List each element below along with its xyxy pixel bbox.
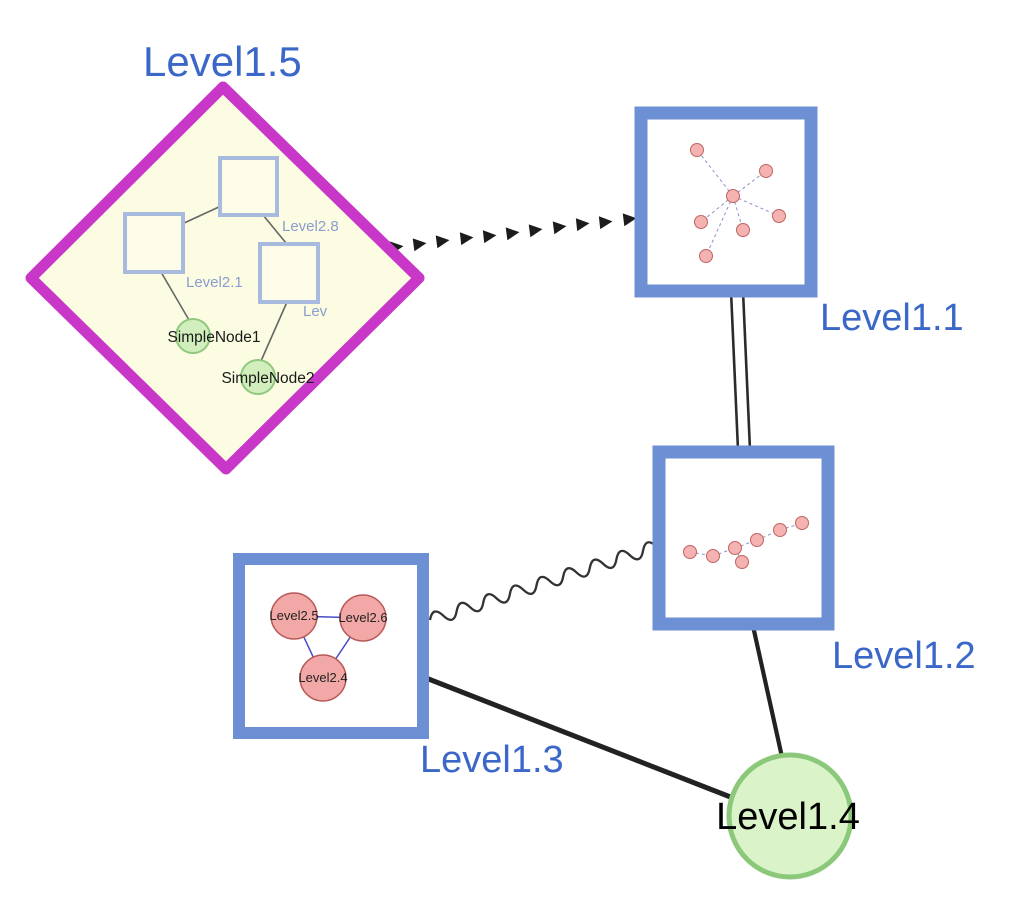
node-level1-5-group: Level2.8 Level2.1 Lev SimpleNode1 Simple… (25, 81, 425, 475)
label-level2-6: Level2.6 (338, 610, 387, 625)
label-level2-4: Level2.4 (298, 670, 347, 685)
graph-node[interactable] (750, 533, 764, 547)
node-level1-3-group: Level2.5 Level2.6 Level2.4 (233, 553, 429, 739)
edge-level1-1-to-level1-2-a (729, 290, 740, 451)
edge-level1-5-to-level1-1-dashed-arrow (389, 213, 637, 255)
label-level2-8: Level2.8 (282, 218, 339, 235)
edge-level1-1-to-level1-2-b (741, 290, 752, 451)
label-level1-5: Level1.5 (143, 38, 302, 85)
label-level1-3: Level1.3 (420, 739, 564, 781)
edge-level2-8-to-level2-1 (181, 205, 222, 225)
edge-level1-3-to-level1-2-wavy (428, 541, 658, 621)
edge-level1-2-to-level1-4 (750, 625, 785, 758)
label-level1-4: Level1.4 (716, 796, 860, 838)
graph-node[interactable] (699, 249, 713, 263)
label-simplenode2: SimpleNode2 (221, 370, 314, 387)
graph-node[interactable] (795, 516, 809, 530)
level1-1-mini-graph-nodes (690, 143, 786, 263)
node-level2-5-circle[interactable] (270, 592, 318, 640)
node-level1-3-box[interactable] (233, 553, 429, 739)
edge-level2-8-to-lev (262, 214, 287, 244)
node-level2-1-square[interactable] (123, 212, 185, 274)
node-level1-4-group: Level1.4 (716, 752, 860, 880)
node-level1-1-group (634, 106, 818, 298)
graph-node[interactable] (683, 545, 697, 559)
graph-node[interactable] (726, 189, 740, 203)
edge-lev-to-simplenode2 (260, 301, 288, 362)
edge-level1-3-to-level1-4 (425, 675, 734, 801)
node-level2-4-circle[interactable] (299, 654, 347, 702)
label-level1-2: Level1.2 (832, 635, 976, 677)
label-level2-1: Level2.1 (186, 274, 243, 291)
label-simplenode1: SimpleNode1 (167, 329, 260, 346)
node-simplenode1-circle[interactable] (175, 318, 211, 354)
node-level1-2-box[interactable] (652, 445, 835, 631)
graph-node[interactable] (735, 555, 749, 569)
node-level2-8-square[interactable] (218, 156, 279, 217)
graph-node[interactable] (728, 541, 742, 555)
node-level1-4-circle[interactable] (726, 752, 854, 880)
label-level2-5: Level2.5 (269, 608, 318, 623)
node-simplenode2-circle[interactable] (240, 359, 276, 395)
label-lev: Lev (303, 303, 328, 320)
label-level1-1: Level1.1 (820, 297, 964, 339)
node-lev-square[interactable] (258, 242, 320, 304)
edges-layer (389, 213, 785, 801)
graph-node[interactable] (706, 549, 720, 563)
graph-node[interactable] (736, 223, 750, 237)
node-level1-2-group (652, 445, 835, 631)
node-level2-6-circle[interactable] (339, 594, 387, 642)
node-level1-5-diamond[interactable] (25, 81, 425, 475)
level1-2-mini-graph-nodes (683, 516, 809, 569)
edge-level2-1-to-simplenode1 (160, 271, 190, 321)
graph-node[interactable] (772, 209, 786, 223)
graph-node[interactable] (690, 143, 704, 157)
graph-node[interactable] (759, 164, 773, 178)
graph-node[interactable] (694, 215, 708, 229)
graph-node[interactable] (773, 523, 787, 537)
node-level1-1-box[interactable] (634, 106, 818, 298)
